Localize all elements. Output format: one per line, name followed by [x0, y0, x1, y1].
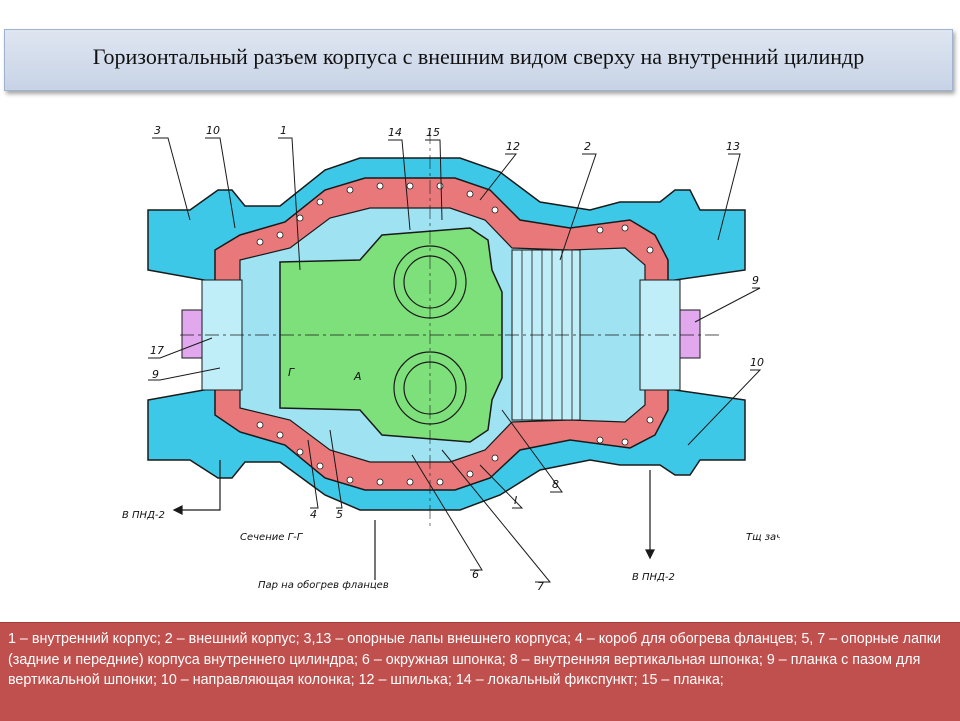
callout-15: 15 — [426, 126, 440, 139]
callout-4: 4 — [310, 508, 317, 521]
section-mark-A: А — [353, 370, 362, 383]
callout-2: 2 — [584, 140, 591, 153]
note-steam: Пар на обогрев фланцев — [258, 579, 389, 591]
callout-10-top: 10 — [206, 124, 220, 137]
right-flange — [679, 309, 701, 359]
callout-10-right: 10 — [750, 356, 764, 369]
bolt-holes — [256, 182, 654, 486]
left-flange — [181, 309, 203, 359]
page-title: Горизонтальный разъем корпуса с внешним … — [92, 44, 865, 69]
callout-5: 5 — [336, 508, 343, 521]
callout-9-right: 9 — [752, 274, 759, 287]
callout-8: 8 — [552, 478, 559, 491]
callout-9-left: 9 — [152, 368, 159, 381]
callout-12: 12 — [506, 140, 520, 153]
steam-arrows — [172, 460, 655, 580]
note-steam-text: Пар на обогрев фланцев — [258, 579, 389, 591]
note-cut-right: Тщ зач — [746, 532, 780, 543]
callout-7: 7 — [537, 580, 544, 593]
note-pnd-left: В ПНД-2 — [122, 510, 165, 521]
callout-I: I — [514, 494, 517, 507]
callout-17: 17 — [150, 344, 164, 357]
callout-6: 6 — [472, 568, 479, 581]
casing-drawing: 3 10 1 14 15 12 2 13 9 17 9 10 4 5 6 7 8… — [122, 124, 782, 593]
callout-13: 13 — [726, 140, 740, 153]
callout-1: 1 — [280, 124, 287, 137]
callout-14: 14 — [388, 126, 402, 139]
callout-3: 3 — [154, 124, 161, 137]
leader-lines — [148, 137, 762, 583]
note-section: Сечение Г-Г — [240, 532, 304, 543]
title-banner: Горизонтальный разъем корпуса с внешним … — [4, 29, 953, 91]
legend-text: 1 – внутренний корпус; 2 – внешний корпу… — [8, 631, 942, 688]
note-pnd-right: В ПНД-2 — [632, 572, 675, 583]
turbine-casing-diagram: 3 10 1 14 15 12 2 13 9 17 9 10 4 5 6 7 8… — [120, 110, 782, 620]
section-mark-G: Г — [288, 366, 295, 379]
legend-caption: 1 – внутренний корпус; 2 – внешний корпу… — [0, 622, 960, 721]
